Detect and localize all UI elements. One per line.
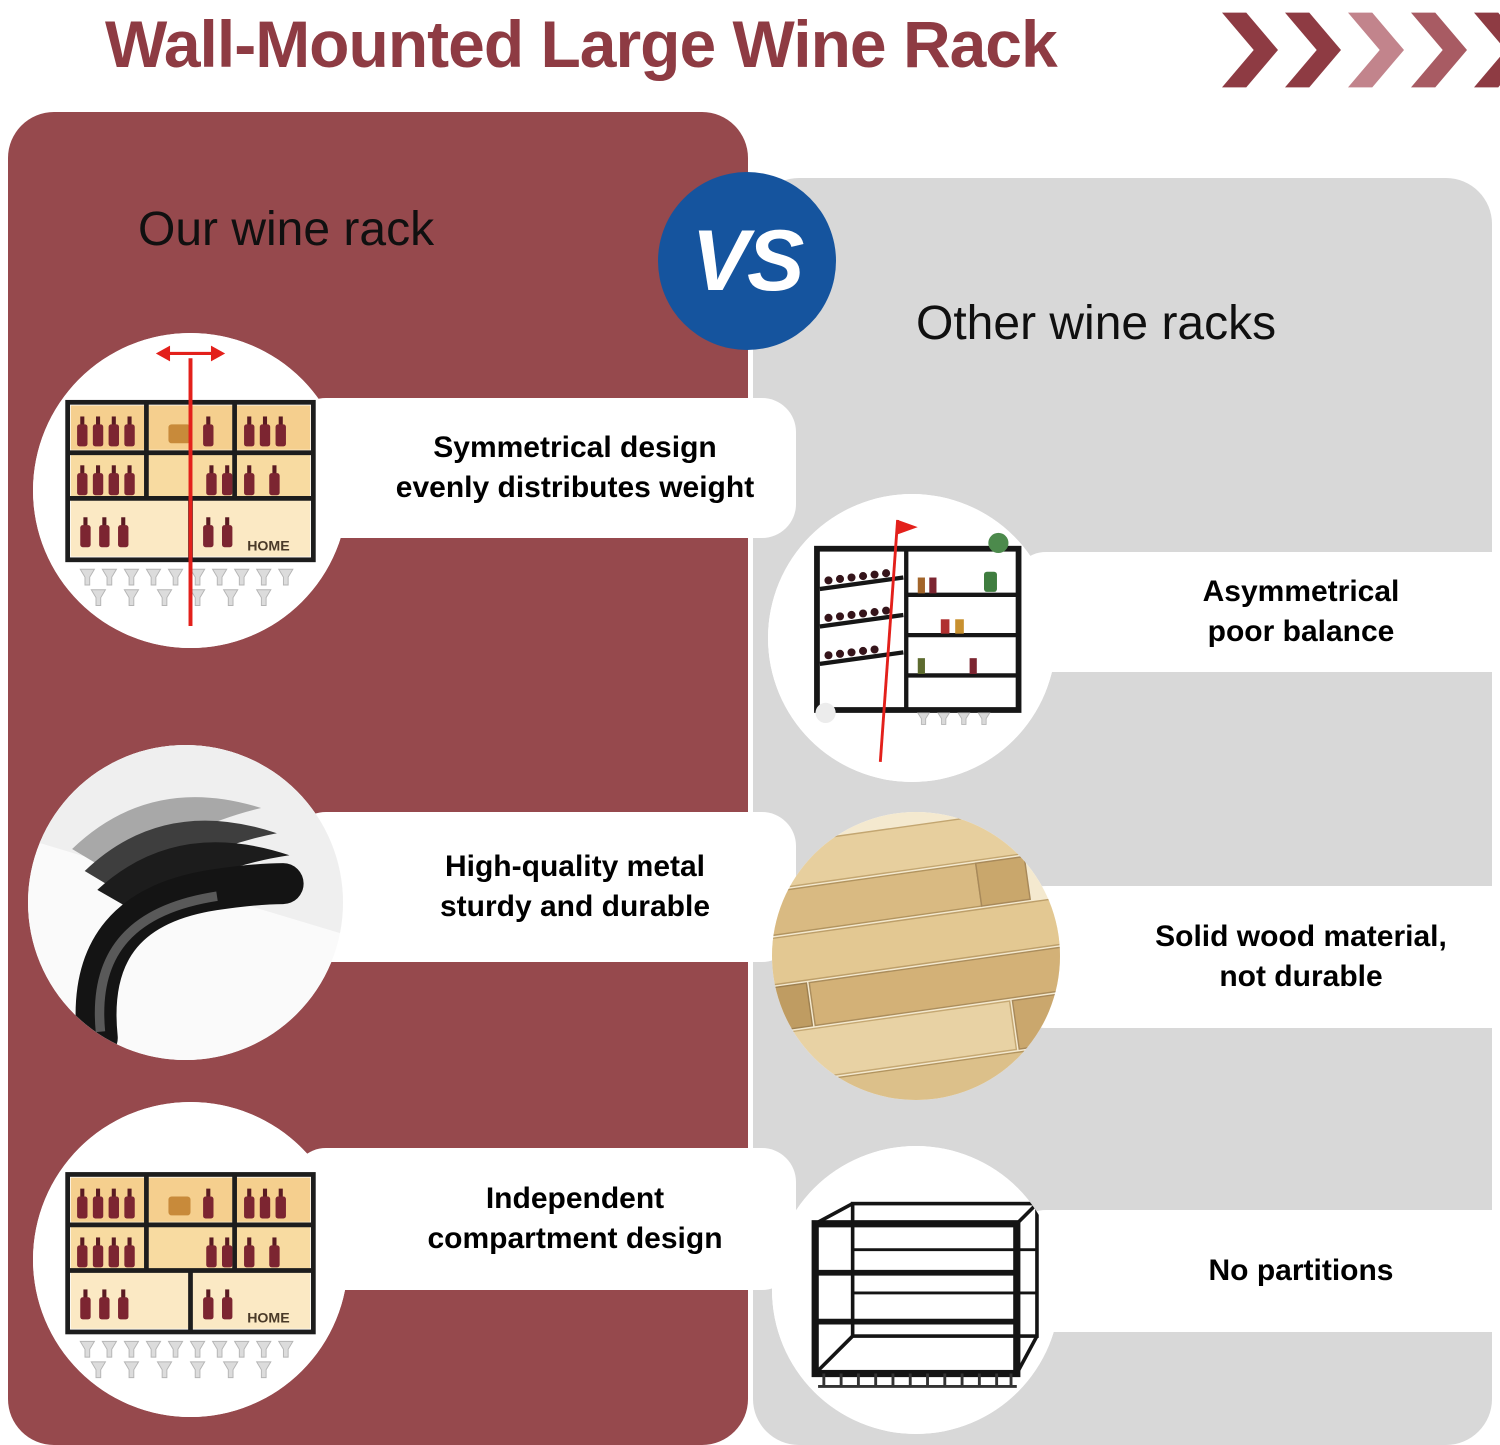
product-photo-circle (772, 812, 1060, 1100)
chevron-right-icon (1411, 12, 1467, 88)
chevron-right-icon (1348, 12, 1404, 88)
compartment-wine-rack-photo: HOME (33, 1102, 348, 1417)
feature-label: Asymmetrical poor balance (1202, 575, 1400, 648)
rack-home-sign: HOME (247, 538, 289, 554)
product-photo-circle: HOME (33, 333, 348, 648)
open-rack-no-partition-photo (772, 1146, 1060, 1434)
left-panel-heading: Our wine rack (138, 203, 435, 256)
page-title: Wall-Mounted Large Wine Rack (105, 7, 1058, 81)
feature-pill: Independent compartment design (292, 1148, 796, 1290)
rack-home-sign: HOME (247, 1311, 289, 1327)
chevron-right-icon (1222, 12, 1278, 88)
symmetrical-wine-rack-photo: HOME (33, 333, 348, 648)
feature-pill: High-quality metal sturdy and durable (292, 812, 796, 962)
product-photo-circle (772, 1146, 1060, 1434)
asymmetrical-rack-photo (768, 494, 1056, 782)
feature-label: No partitions (1208, 1254, 1394, 1288)
feature-pill: No partitions (1012, 1210, 1500, 1332)
metal-material-photo (28, 745, 343, 1060)
chevron-arrows (1222, 10, 1500, 90)
feature-label: Independent compartment design (427, 1182, 723, 1255)
feature-pill: Asymmetrical poor balance (1012, 552, 1500, 672)
symmetry-axis-arrow (155, 345, 226, 626)
feature-label: Solid wood material, not durable (1155, 920, 1447, 993)
feature-pill: Solid wood material, not durable (1012, 886, 1500, 1028)
right-panel-heading: Other wine racks (916, 297, 1277, 350)
feature-label: High-quality metal sturdy and durable (439, 850, 711, 923)
feature-pill: Symmetrical design evenly distributes we… (292, 398, 796, 538)
product-photo-circle: HOME (33, 1102, 348, 1417)
vs-label: VS (691, 212, 805, 309)
product-photo-circle (768, 494, 1056, 782)
chevron-right-icon (1474, 12, 1500, 88)
feature-label: Symmetrical design evenly distributes we… (395, 431, 755, 504)
product-photo-circle (28, 745, 343, 1060)
tilt-axis-flag (878, 519, 918, 762)
chevron-right-icon (1285, 12, 1341, 88)
wood-planks-photo (772, 812, 1060, 1100)
vs-badge: VS (658, 172, 836, 350)
